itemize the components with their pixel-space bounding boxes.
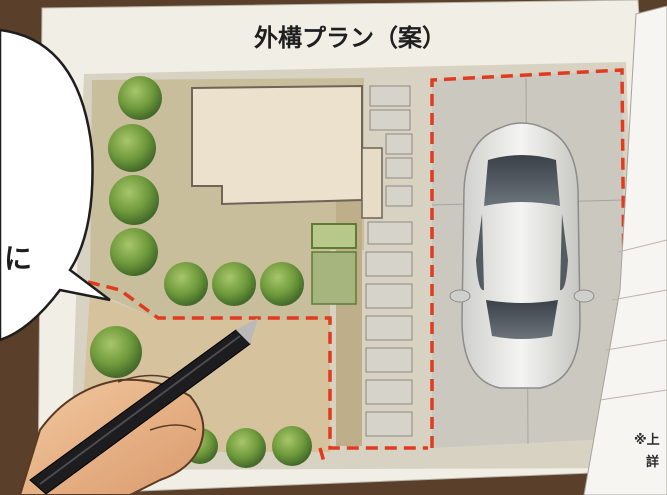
boundary-line <box>87 68 626 463</box>
side-note-line2: 詳 <box>646 454 659 470</box>
trees-middle <box>164 262 304 306</box>
trees-left <box>90 76 162 378</box>
speech-bubble <box>0 28 111 342</box>
tree-icon <box>118 76 162 120</box>
side-note-line1: ※上 <box>634 433 660 448</box>
house <box>191 84 363 206</box>
tree-icon <box>226 428 266 468</box>
pen-icon <box>29 318 258 495</box>
house-annex <box>361 147 383 219</box>
stepping-stones <box>365 85 413 437</box>
tree-icon <box>164 262 208 306</box>
planter-box <box>311 223 357 249</box>
speech-bubble-text: に <box>4 242 32 275</box>
tree-icon <box>90 326 142 378</box>
tree-icon <box>260 262 304 306</box>
car-icon <box>449 122 595 389</box>
tree-icon <box>110 228 158 276</box>
trees-bottom <box>182 426 312 468</box>
tree-icon <box>272 426 312 466</box>
tree-icon <box>108 124 156 172</box>
tree-icon <box>109 175 159 225</box>
plan-title: 外構プラン（案） <box>254 24 446 52</box>
tree-icon <box>212 262 256 306</box>
planter-bed <box>311 251 357 305</box>
